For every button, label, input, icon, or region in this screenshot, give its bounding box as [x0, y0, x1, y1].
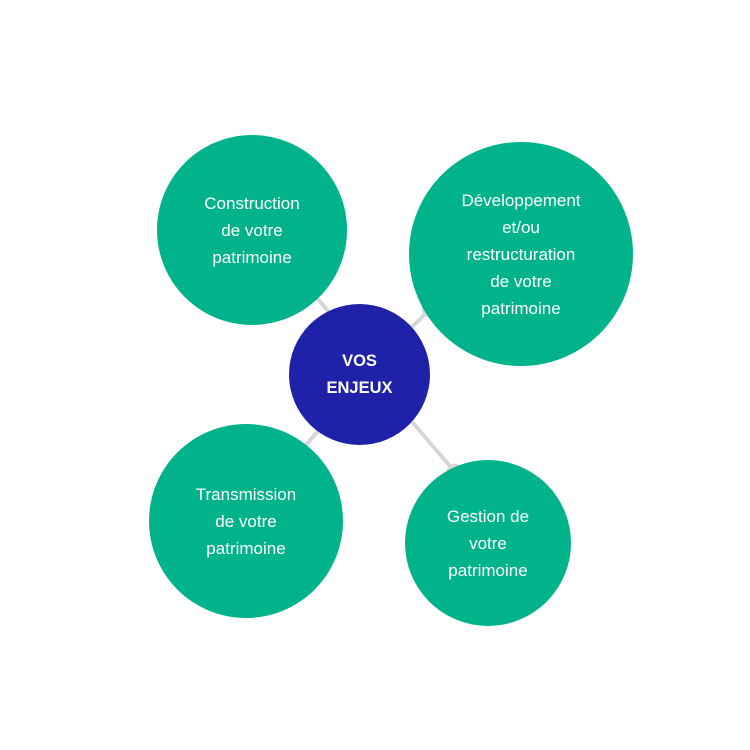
bubble-developpement-label: Développement et/ou restructuration de v…: [461, 190, 581, 318]
center-bubble-label: VOS ENJEUX: [326, 351, 393, 397]
bubble-transmission: Transmission de votre patrimoine: [149, 424, 343, 618]
bubble-gestion-label: Gestion de votre patrimoine: [446, 506, 530, 580]
bubble-construction-label: Construction de votre patrimoine: [204, 193, 300, 267]
center-bubble: VOS ENJEUX: [289, 304, 430, 445]
bubble-transmission-label: Transmission de votre patrimoine: [195, 484, 297, 558]
connector-line-gestion: [411, 421, 457, 474]
bubble-gestion: Gestion de votre patrimoine: [405, 460, 571, 626]
bubble-developpement: Développement et/ou restructuration de v…: [409, 142, 633, 366]
bubble-construction: Construction de votre patrimoine: [157, 135, 347, 325]
